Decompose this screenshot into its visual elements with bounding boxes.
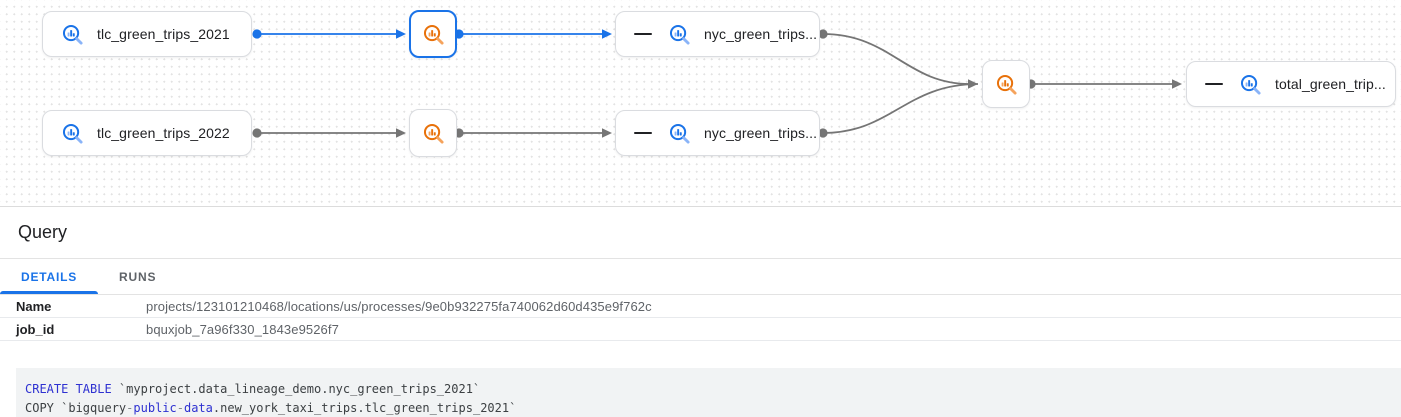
- tab-details[interactable]: DETAILS: [0, 259, 99, 294]
- bigquery-table-icon: [668, 122, 691, 145]
- edge-arrowhead-icon: [396, 128, 406, 138]
- bigquery-table-icon: [61, 122, 84, 145]
- node-label: nyc_green_trips...: [704, 26, 818, 42]
- page-title: Query: [18, 222, 68, 242]
- detail-label: Name: [16, 298, 52, 314]
- collapse-icon[interactable]: [634, 32, 652, 36]
- edge-source-dot: [252, 128, 262, 138]
- node-label: tlc_green_trips_2022: [97, 125, 230, 141]
- sql-code-block[interactable]: CREATE TABLE `myproject.data_lineage_dem…: [16, 368, 1401, 417]
- table-row-name: Name projects/123101210468/locations/us/…: [0, 295, 1401, 318]
- bigquery-table-icon: [61, 23, 84, 46]
- process-node-copy-job-2022[interactable]: [409, 109, 457, 157]
- edge-arrowhead-icon: [396, 29, 406, 39]
- node-label: tlc_green_trips_2021: [97, 26, 230, 42]
- edge-source-dot: [252, 29, 262, 39]
- tab-runs[interactable]: RUNS: [119, 269, 157, 284]
- details-tabstrip: DETAILS RUNS: [0, 258, 1401, 295]
- table-node-nyc-green-trips-2022[interactable]: nyc_green_trips...: [615, 110, 820, 156]
- edge-arrowhead-icon: [602, 29, 612, 39]
- detail-label: job_id: [16, 321, 55, 337]
- edge-source-dot: [818, 128, 828, 138]
- bigquery-process-icon: [422, 122, 445, 145]
- detail-value: projects/123101210468/locations/us/proce…: [146, 298, 652, 314]
- collapse-icon[interactable]: [1205, 82, 1223, 86]
- table-row-job-id: job_id bquxjob_7a96f330_1843e9526f7: [0, 318, 1401, 341]
- table-node-tlc-green-trips-2022[interactable]: tlc_green_trips_2022: [42, 110, 252, 156]
- sql-code-line: CREATE TABLE `myproject.data_lineage_dem…: [25, 382, 481, 396]
- sql-code-line: COPY `bigquery-public-data.new_york_taxi…: [25, 401, 517, 415]
- details-panel-header: Query: [0, 207, 1401, 258]
- lineage-edge: [822, 33, 971, 85]
- collapse-icon[interactable]: [634, 131, 652, 135]
- table-node-total-green-trips[interactable]: total_green_trip...: [1186, 61, 1396, 107]
- edge-arrowhead-icon: [602, 128, 612, 138]
- node-label: nyc_green_trips...: [704, 125, 818, 141]
- bigquery-process-icon: [995, 73, 1018, 96]
- bigquery-table-icon: [1239, 73, 1262, 96]
- edge-source-dot: [818, 29, 828, 39]
- table-node-tlc-green-trips-2021[interactable]: tlc_green_trips_2021: [42, 11, 252, 57]
- node-label: total_green_trip...: [1275, 76, 1386, 92]
- bigquery-process-icon: [422, 23, 445, 46]
- detail-value: bquxjob_7a96f330_1843e9526f7: [146, 321, 339, 337]
- process-node-copy-job-2021[interactable]: [409, 10, 457, 58]
- edge-arrowhead-icon: [1172, 79, 1182, 89]
- bigquery-table-icon: [668, 23, 691, 46]
- table-node-nyc-green-trips-2021[interactable]: nyc_green_trips...: [615, 11, 820, 57]
- process-node-union-job[interactable]: [982, 60, 1030, 108]
- details-table: Name projects/123101210468/locations/us/…: [0, 295, 1401, 341]
- lineage-edge: [822, 83, 979, 134]
